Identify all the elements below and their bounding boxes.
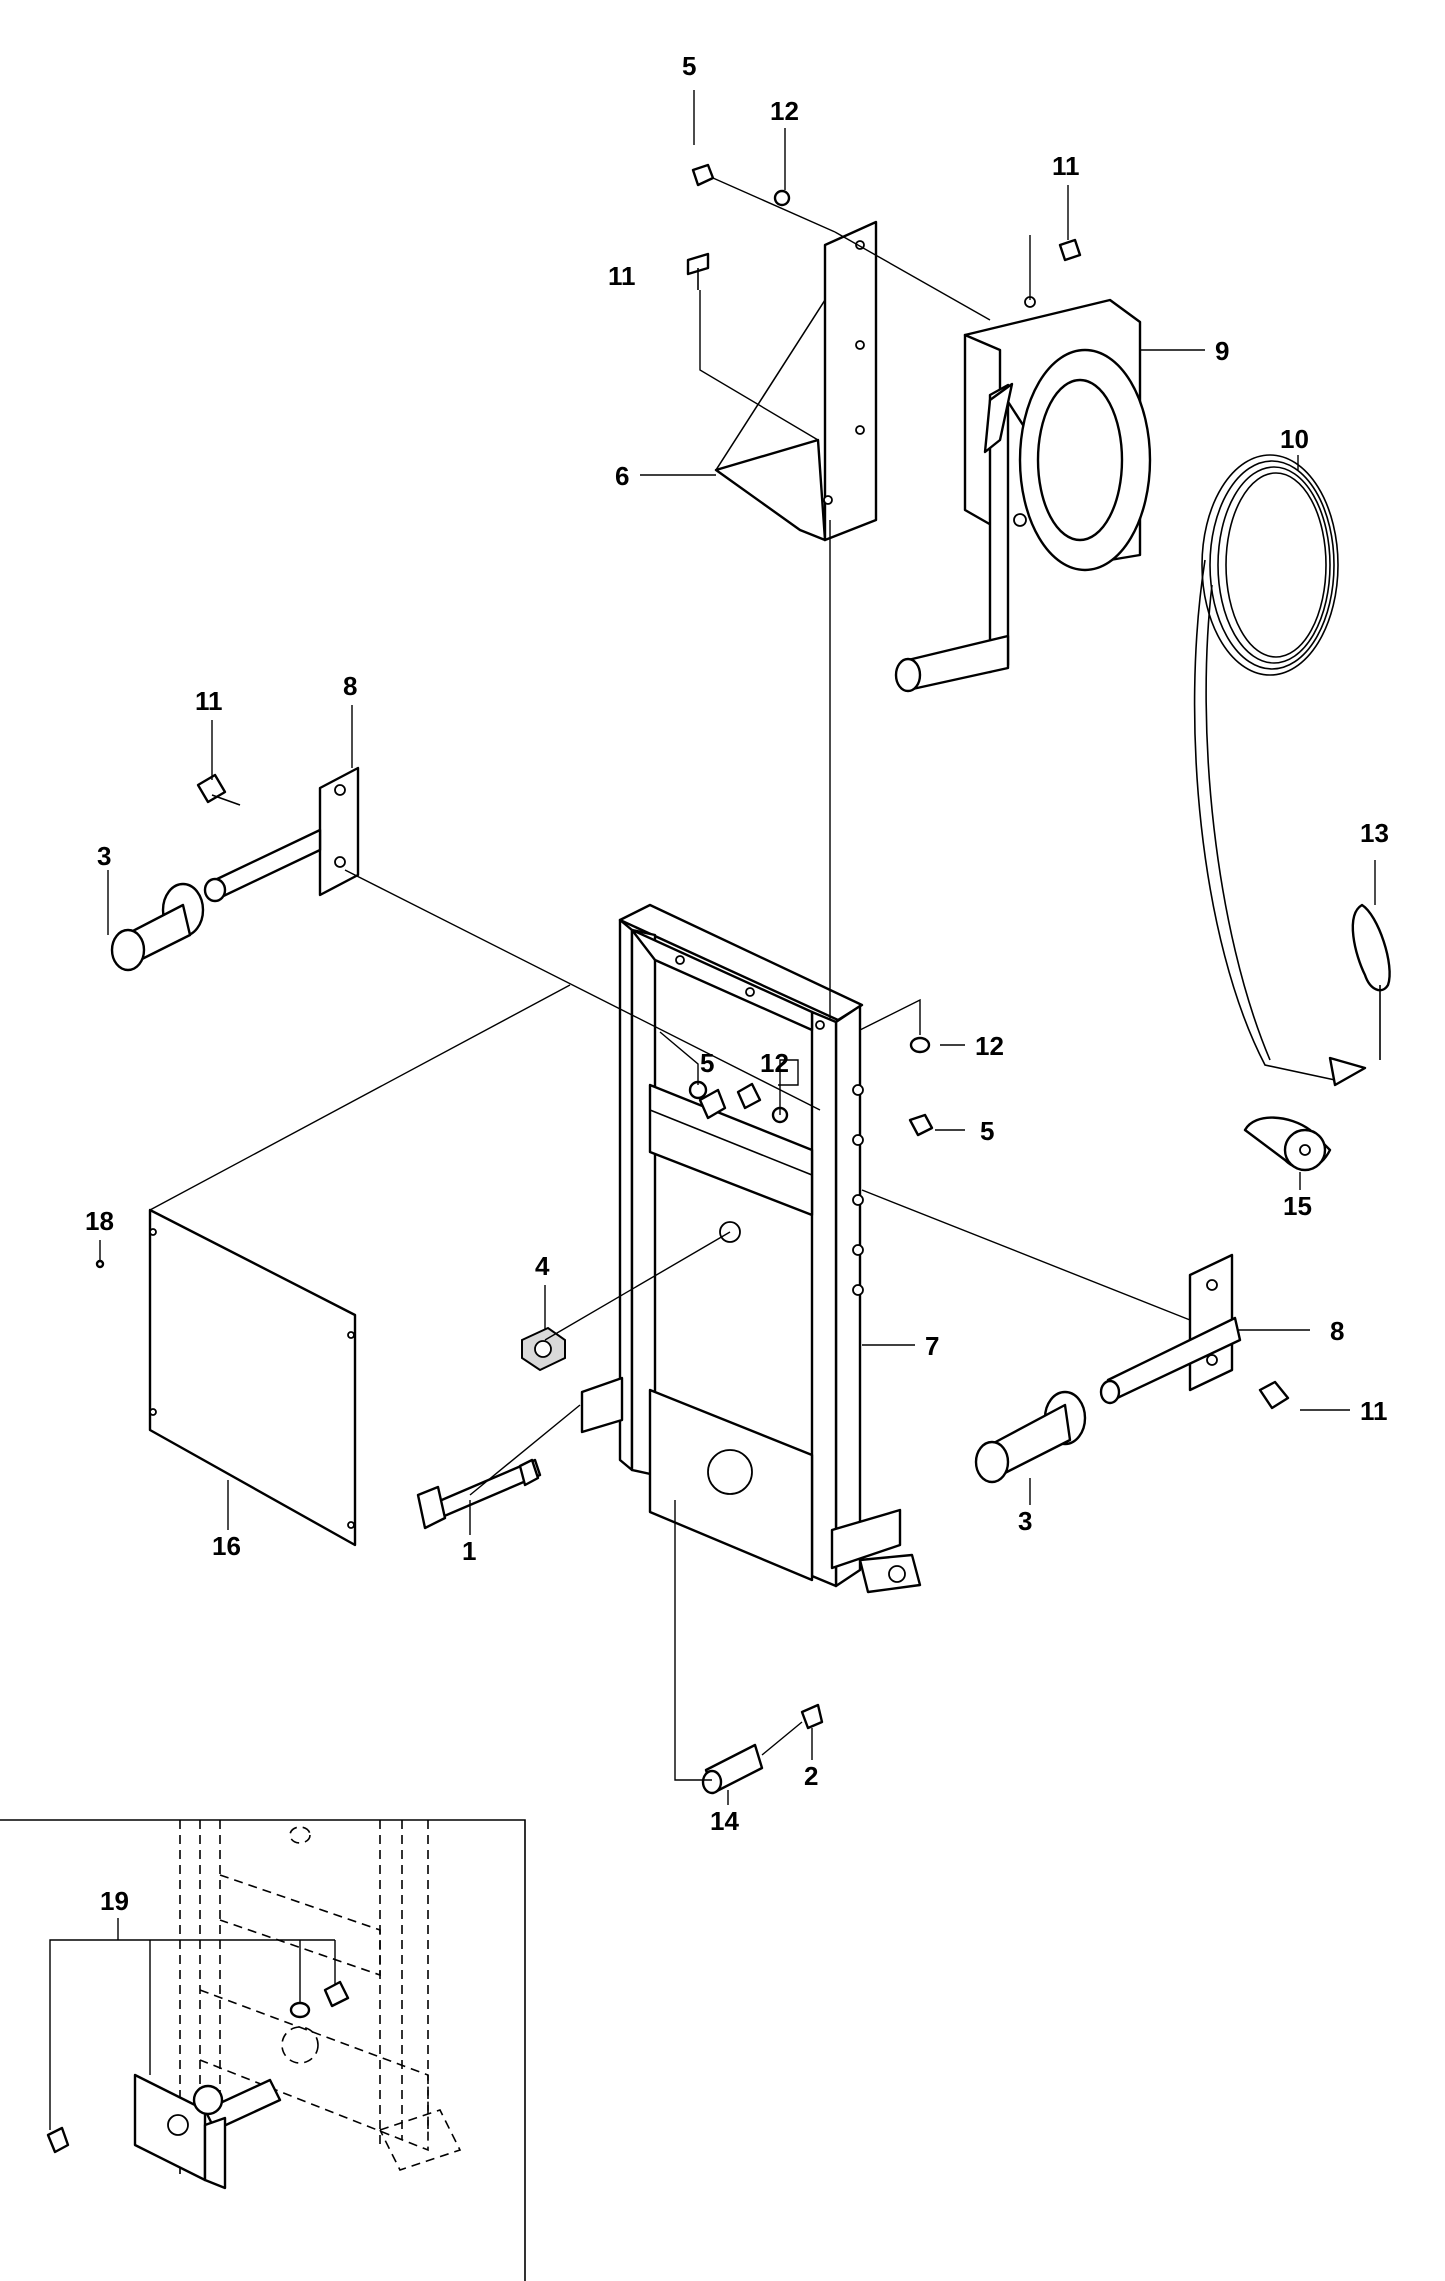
cable (1193, 454, 1367, 1087)
label-6: 6 (615, 461, 629, 491)
label-16: 16 (212, 1531, 241, 1561)
label-18: 18 (85, 1206, 114, 1236)
label-2: 2 (804, 1761, 818, 1791)
label-3-right: 3 (1018, 1506, 1032, 1536)
label-8-left: 8 (343, 671, 357, 701)
label-8-right: 8 (1330, 1316, 1344, 1346)
label-12-frame: 12 (760, 1048, 789, 1078)
part-labels: 1 2 3 3 4 5 5 5 6 7 8 8 9 10 11 11 11 11… (85, 51, 1389, 1916)
label-12-top: 12 (770, 96, 799, 126)
label-3-left: 3 (97, 841, 111, 871)
label-9: 9 (1215, 336, 1229, 366)
bolt-and-nuts (95, 163, 1082, 1795)
snap-hook (1351, 903, 1391, 1060)
main-frame (580, 903, 922, 1594)
left-mount (110, 766, 360, 972)
right-mount (974, 1253, 1290, 1484)
pulley (1243, 1116, 1332, 1172)
label-4: 4 (535, 1251, 550, 1281)
label-1: 1 (462, 1536, 476, 1566)
label-15: 15 (1283, 1191, 1312, 1221)
label-5-frame: 5 (700, 1048, 714, 1078)
label-11-right: 11 (1360, 1396, 1388, 1426)
top-bracket (714, 220, 878, 542)
label-19: 19 (100, 1886, 129, 1916)
inset-detail (0, 1819, 526, 2281)
label-14: 14 (710, 1806, 739, 1836)
cover-plate (148, 1208, 357, 1547)
label-11-top: 11 (608, 261, 636, 291)
label-5-right: 5 (980, 1116, 994, 1146)
label-12-right: 12 (975, 1031, 1004, 1061)
label-11-winch: 11 (1052, 151, 1080, 181)
winch (894, 296, 1152, 693)
label-10: 10 (1280, 424, 1309, 454)
leader-lines (99, 90, 1376, 1805)
label-13: 13 (1360, 818, 1389, 848)
label-7: 7 (925, 1331, 939, 1361)
label-5-top: 5 (682, 51, 696, 81)
label-11-left: 11 (195, 686, 223, 716)
